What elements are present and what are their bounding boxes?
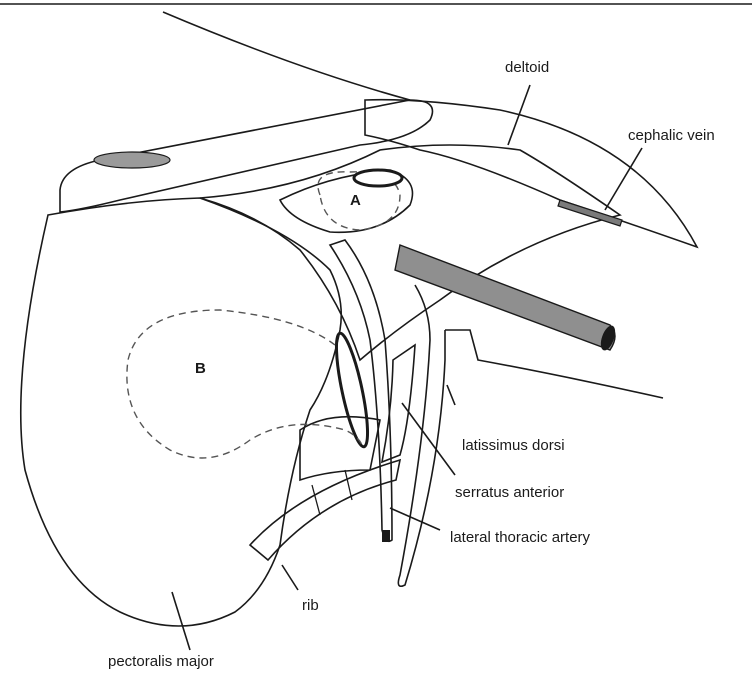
region-a-ring [354, 170, 402, 186]
leader-lateral-thoracic-artery [390, 508, 440, 530]
leader-rib [282, 565, 298, 590]
leader-latissimus-dorsi [447, 385, 455, 405]
label-cephalic-vein: cephalic vein [628, 127, 715, 144]
region-a-label: A [350, 192, 361, 209]
cephalic-vein [558, 200, 622, 226]
pectoralis-major-muscle [21, 198, 341, 626]
label-pectoralis-major: pectoralis major [108, 653, 214, 670]
rib-divider-2 [345, 470, 352, 500]
label-latissimus-dorsi: latissimus dorsi [462, 437, 565, 454]
leader-cephalic-vein [605, 148, 642, 210]
artery-tip [382, 530, 390, 542]
arm-lower-outline [445, 330, 663, 398]
leader-pectoralis-major [172, 592, 190, 650]
label-lateral-thoracic-artery: lateral thoracic artery [450, 529, 591, 546]
region-b-label: B [195, 360, 206, 377]
leader-deltoid [508, 85, 530, 145]
rib-lower [250, 460, 400, 560]
pec-border-ring [330, 331, 374, 449]
axillary-vessel [395, 245, 615, 350]
region-b-outline [127, 310, 362, 458]
label-serratus-anterior: serratus anterior [455, 484, 564, 501]
label-rib: rib [302, 597, 319, 614]
label-deltoid: deltoid [505, 59, 549, 76]
arm-outline [163, 12, 410, 100]
leader-serratus-anterior [402, 403, 455, 475]
rib-divider-1 [312, 485, 320, 515]
deltoid-muscle [365, 100, 697, 247]
clavicle-shaded-area [94, 152, 170, 168]
